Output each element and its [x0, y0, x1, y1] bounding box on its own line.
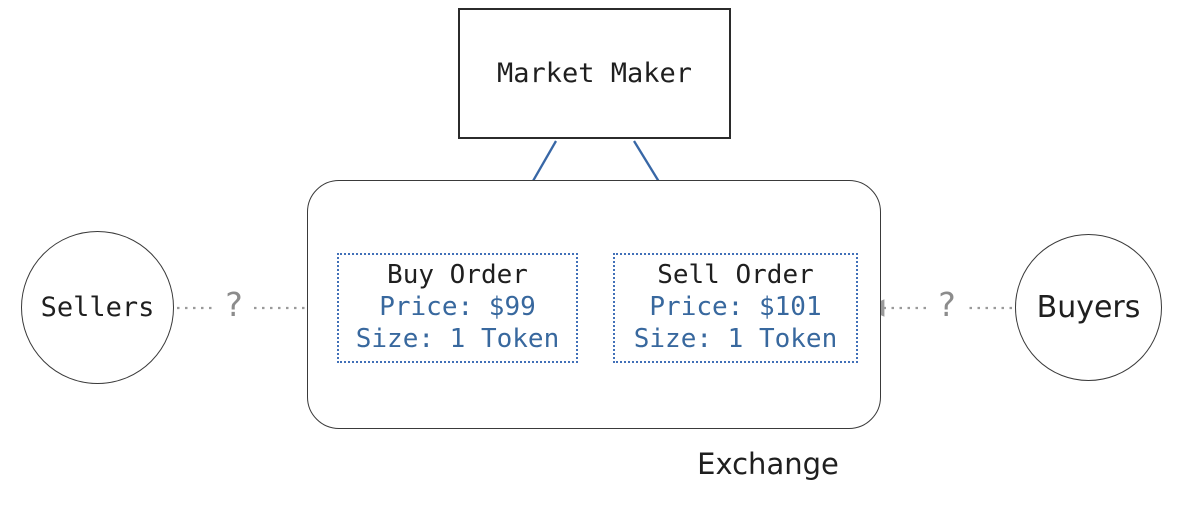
- market-maker-box: Market Maker: [458, 8, 731, 139]
- buyers-label: Buyers: [1036, 290, 1141, 325]
- buy-order-price: Price: $99: [379, 292, 536, 323]
- sell-order-title: Sell Order: [657, 260, 814, 291]
- sellers-flow-question-mark: ?: [225, 285, 243, 324]
- sellers-label: Sellers: [40, 292, 155, 323]
- buy-order-title: Buy Order: [387, 260, 528, 291]
- sellers-circle: Sellers: [21, 231, 174, 384]
- buy-order-size: Size: 1 Token: [355, 323, 560, 354]
- exchange-label: Exchange: [697, 447, 839, 481]
- buy-order-box: Buy Order Price: $99 Size: 1 Token: [337, 253, 578, 363]
- market-maker-label: Market Maker: [496, 58, 693, 89]
- buyers-circle: Buyers: [1015, 234, 1162, 381]
- buyers-flow-question-mark: ?: [938, 285, 956, 324]
- sell-order-box: Sell Order Price: $101 Size: 1 Token: [613, 253, 858, 363]
- sell-order-price: Price: $101: [649, 292, 822, 323]
- sell-order-size: Size: 1 Token: [633, 323, 838, 354]
